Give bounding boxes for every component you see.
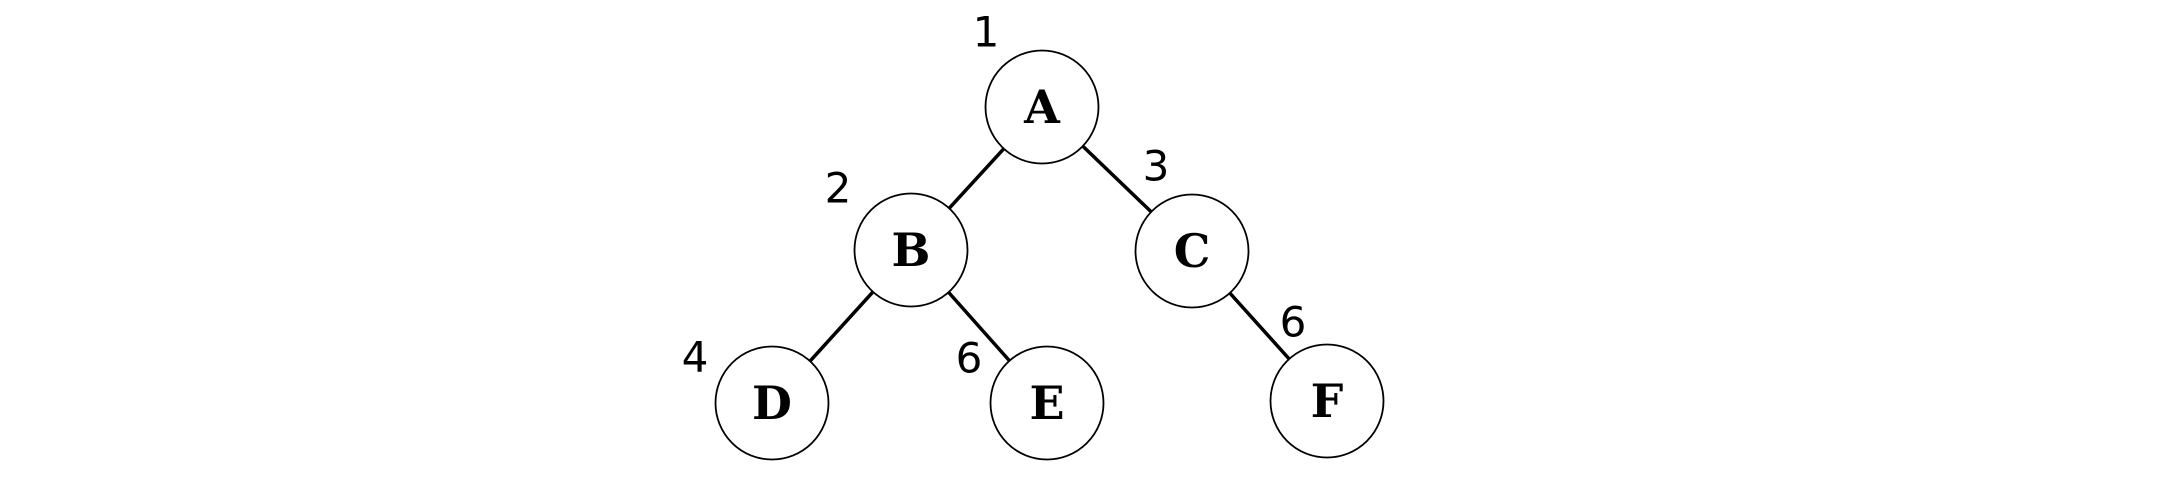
node-d-label: D — [752, 376, 792, 430]
edge-c-f — [1228, 291, 1291, 361]
edge-b-e — [947, 291, 1011, 362]
node-a-circle — [984, 49, 1100, 165]
node-f-circle — [1269, 343, 1385, 459]
node-a-label: A — [1023, 80, 1061, 134]
node-e-label: E — [1029, 376, 1064, 430]
node-c-circle — [1134, 193, 1250, 309]
node-c-label: C — [1174, 224, 1211, 278]
node-c-order-number: 3 — [1143, 142, 1170, 191]
node-e-circle — [989, 345, 1105, 461]
node-b-order-number: 2 — [825, 164, 852, 213]
node-a-order-number: 1 — [973, 8, 1000, 57]
node-d-order-number: 4 — [682, 333, 709, 382]
node-f-order-number: 6 — [1280, 298, 1307, 347]
node-d-circle — [714, 345, 830, 461]
edge-a-b — [947, 147, 1006, 210]
node-b-circle — [853, 192, 969, 308]
edge-b-d — [808, 290, 875, 363]
node-b-label: B — [892, 223, 931, 277]
node-e-order-number: 6 — [956, 334, 983, 383]
edge-a-c — [1081, 144, 1153, 214]
node-f-label: F — [1311, 374, 1344, 428]
